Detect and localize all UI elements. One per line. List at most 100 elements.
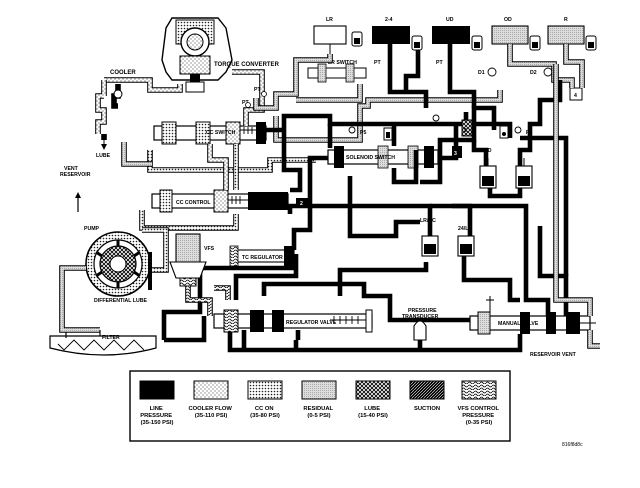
od-accumulator xyxy=(515,158,533,189)
torque-converter xyxy=(161,17,233,93)
legend-label-line-pressure: LINE PRESSURE (35-150 PSI) xyxy=(140,406,174,426)
legend-label-vfs-control: VFS CONTROL PRESSURE (0-35 PSI) xyxy=(457,406,500,426)
vfs-solenoid xyxy=(169,233,207,287)
residual-lines-top xyxy=(273,44,585,143)
legend-label-cc-on-l2: (35-80 PSI) xyxy=(250,413,280,419)
r-label: R xyxy=(564,17,568,23)
d1-label: D1 xyxy=(478,70,485,76)
d2-label: D2 xyxy=(530,70,537,76)
pump xyxy=(85,231,151,297)
legend-label-suction: SUCTION xyxy=(414,406,440,412)
lube-label: LUBE xyxy=(96,153,111,159)
num3-label: 3 xyxy=(454,151,457,157)
sensor-4-box xyxy=(569,87,583,101)
lrcc-label: LR/CC xyxy=(420,218,436,224)
legend-swatch-cooler-flow xyxy=(193,380,229,400)
num5-label: 5 xyxy=(464,128,467,134)
legend-label-residual-l2: (0-5 PSI) xyxy=(307,413,330,419)
p6-label: P6 xyxy=(526,130,532,136)
cc-switch-label: CC SWITCH xyxy=(206,130,236,136)
legend-label-vfs-control-l1: VFS CONTROL xyxy=(457,406,499,412)
solenoid-switch-valve xyxy=(327,145,439,169)
torque-converter-label: TORQUE CONVERTER xyxy=(214,62,280,68)
legend-swatch-line-pressure xyxy=(139,380,175,400)
regulator-valve xyxy=(213,309,373,333)
legend-label-cooler-flow-l2: (35-110 PSI) xyxy=(195,413,228,419)
lr-switch xyxy=(307,63,367,83)
legend-swatch-vfs-control xyxy=(461,380,497,400)
filter xyxy=(49,330,157,356)
legend-label-lube-l1: LUBE xyxy=(364,406,380,412)
legend-label-cc-on: CC ON (35-80 PSI) xyxy=(250,406,280,419)
legend-label-lube-l2: (15-40 PSI) xyxy=(358,413,388,419)
vfs-label: VFS xyxy=(204,246,215,252)
solenoid-switch-label: SOLENOID SWITCH xyxy=(346,155,395,161)
lrcc-accumulator xyxy=(421,235,439,257)
pump-label: PUMP xyxy=(84,226,100,232)
legend-label-cooler-flow: COOLER FLOW (35-110 PSI) xyxy=(188,406,233,419)
ud-accumulator xyxy=(479,158,497,189)
legend-swatch-cc-on xyxy=(247,380,283,400)
solenoid-2-4 xyxy=(372,26,423,51)
vent-reservoir-arrow xyxy=(75,192,81,212)
cooler-lines xyxy=(95,77,183,150)
filter-label: FILTER xyxy=(102,335,120,341)
legend-label-residual: RESIDUAL (0-5 PSI) xyxy=(303,406,334,419)
od-solenoid xyxy=(491,25,541,51)
lr-label: LR xyxy=(326,17,333,23)
cc-control-valve xyxy=(151,189,289,213)
legend-label-cooler-flow-l1: COOLER FLOW xyxy=(188,406,232,412)
legend-label-residual-l1: RESIDUAL xyxy=(303,406,333,412)
pt-label-cc2: PT xyxy=(254,87,261,93)
manual-valve-label: MANUAL VALVE xyxy=(498,321,539,327)
lr-solenoid xyxy=(313,25,363,54)
differential-lube-label: DIFFERENTIAL LUBE xyxy=(94,298,147,304)
r-solenoid xyxy=(547,25,597,51)
cooler-label: COOLER xyxy=(110,70,136,76)
legend-label-line-pressure-l1: LINE xyxy=(150,406,163,412)
ud-small-label: UD xyxy=(484,148,492,154)
legend-swatch-lube xyxy=(355,380,391,400)
ud-label: UD xyxy=(446,17,454,23)
legend-label-line-pressure-l3: (35-150 PSI) xyxy=(141,420,174,426)
legend-label-cc-on-l1: CC ON xyxy=(255,406,274,412)
vfs-control-lines xyxy=(185,285,231,316)
legend-label-suction-l1: SUCTION xyxy=(414,406,440,412)
ud-solenoid xyxy=(432,26,483,51)
pt-label-cc1: PT xyxy=(242,100,249,106)
pressure-transducer xyxy=(413,320,427,341)
s24-label: 2-4 xyxy=(385,17,393,23)
reservoir-vent-label: RESERVOIR VENT xyxy=(530,352,577,358)
lr24-accumulator xyxy=(457,235,475,257)
lr24-label: 24/LR xyxy=(458,226,472,232)
od-label: OD xyxy=(504,17,512,23)
pump-suction-lines xyxy=(59,227,169,333)
od-small-label: OD xyxy=(518,148,526,154)
legend: LINE PRESSURE (35-150 PSI) COOLER FLOW (… xyxy=(129,370,511,442)
legend-label-lube: LUBE (15-40 PSI) xyxy=(358,406,388,419)
num4-label: 4 xyxy=(574,93,577,99)
figure-id: 816f8d8c xyxy=(562,442,583,448)
cc-switch-valve xyxy=(153,121,267,145)
residual-lines-manual xyxy=(553,64,600,349)
legend-swatch-suction xyxy=(409,380,445,400)
tc-regulator-label: TC REGULATOR xyxy=(242,255,283,261)
pressure-switches xyxy=(296,114,509,208)
legend-label-vfs-control-l3: (0-35 PSI) xyxy=(466,420,492,426)
regulator-valve-label: REGULATOR VALVE xyxy=(286,320,337,326)
line-pressure-network xyxy=(161,44,569,353)
num2-label: 2 xyxy=(300,201,303,207)
legend-label-vfs-control-l2: PRESSURE xyxy=(462,413,494,419)
tc-regulator-valve xyxy=(229,245,295,267)
p5-label: P5 xyxy=(360,130,366,136)
lr-switch-label: LR SWITCH xyxy=(328,60,357,66)
manual-valve xyxy=(469,296,596,335)
pt-label-ud: PT xyxy=(436,60,443,66)
cc-control-label: CC CONTROL xyxy=(176,200,211,206)
legend-label-line-pressure-l2: PRESSURE xyxy=(140,413,172,419)
legend-swatch-residual xyxy=(301,380,337,400)
pt-label-24: PT xyxy=(374,60,381,66)
